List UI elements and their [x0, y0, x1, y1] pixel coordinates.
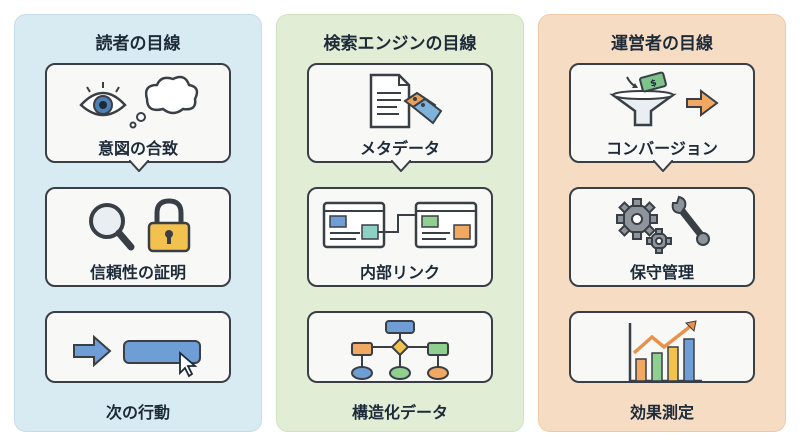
internal-links-card: 内部リンク: [307, 187, 493, 287]
svg-text:$: $: [649, 78, 658, 89]
flowchart-icon: [309, 319, 491, 380]
speech-tail: [391, 160, 411, 172]
metadata-card: メタデータ: [307, 63, 493, 172]
growth-chart-icon: [571, 319, 753, 383]
conversion-card: $ コンバージョン: [569, 63, 755, 172]
structured-data-card: 構造化データ: [307, 311, 493, 422]
reader-perspective-panel: 読者の目線 意図の合致: [14, 14, 262, 432]
card-label: 効果測定: [629, 403, 694, 422]
eye-thought-icon: [47, 71, 229, 131]
column-title: 読者の目線: [95, 34, 181, 54]
maintenance-card: 保守管理: [569, 187, 755, 287]
speech-tail: [129, 160, 149, 172]
card-label: 構造化データ: [351, 403, 448, 422]
card-label: メタデータ: [359, 139, 440, 158]
arrow-button-icon: [47, 319, 229, 379]
effect-measurement-card: 効果測定: [569, 311, 755, 422]
speech-tail: [653, 160, 673, 172]
card-label: 意図の合致: [97, 139, 178, 158]
document-tags-icon: [309, 71, 491, 131]
search-engine-perspective-panel: 検索エンジンの目線 メタデータ: [276, 14, 524, 432]
card-label: 内部リンク: [359, 263, 440, 282]
column-title: 検索エンジンの目線: [323, 34, 477, 54]
card-label: コンバージョン: [606, 139, 718, 158]
credibility-proof-card: 信頼性の証明: [45, 187, 231, 287]
operator-perspective-panel: 運営者の目線 $ コンバージョン: [538, 14, 786, 432]
column-title: 運営者の目線: [611, 34, 713, 54]
card-label: 保守管理: [629, 263, 694, 282]
magnifier-lock-icon: [47, 195, 229, 255]
linked-pages-icon: [309, 195, 491, 255]
next-action-card: 次の行動: [45, 311, 231, 422]
card-label: 信頼性の証明: [89, 263, 186, 282]
intent-match-card: 意図の合致: [45, 63, 231, 172]
funnel-money-icon: $: [571, 71, 753, 131]
gears-wrench-icon: [571, 195, 753, 255]
card-label: 次の行動: [105, 403, 170, 422]
